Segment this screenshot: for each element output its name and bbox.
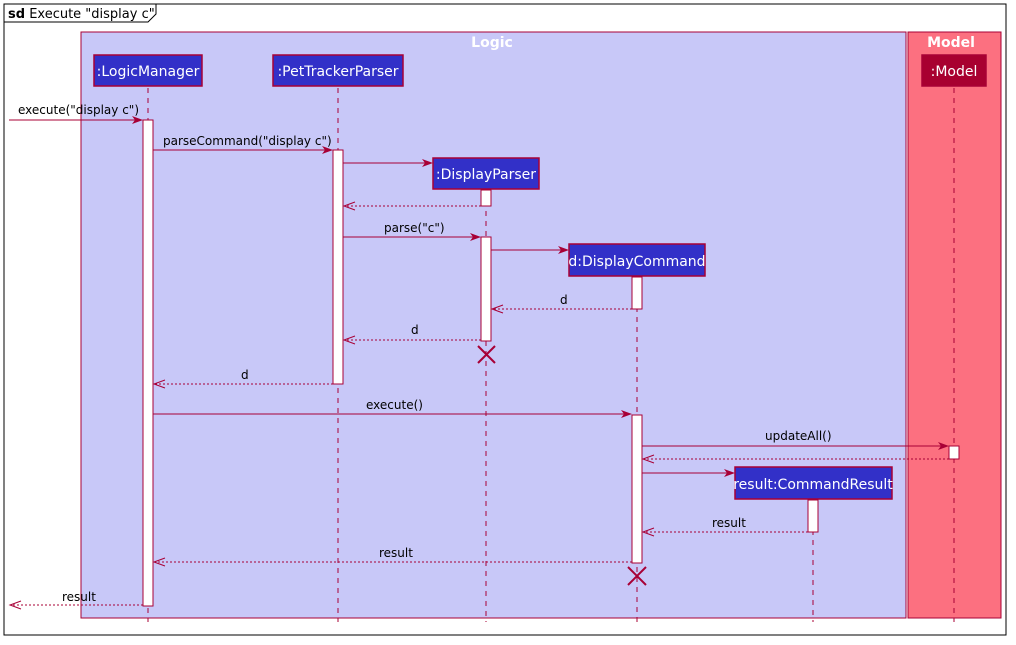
frame-label: sd Execute "display c" xyxy=(8,7,155,22)
participant-model xyxy=(921,54,987,87)
return-d-parser-label: d xyxy=(411,323,419,337)
activation-display-command-1 xyxy=(631,276,643,310)
message-update-all-label: updateAll() xyxy=(765,429,832,443)
return-d-logic-label: d xyxy=(241,368,249,382)
activation-display-parser-1 xyxy=(480,189,492,207)
arrowhead xyxy=(152,557,166,567)
arrowhead xyxy=(621,410,632,418)
message-execute-display-label: execute("display c") xyxy=(18,103,139,117)
arrowhead xyxy=(132,116,143,124)
frame-tab xyxy=(4,4,157,23)
return-result-cmd-label: result xyxy=(712,516,746,530)
activation-pet-tracker-parser xyxy=(332,149,344,385)
arrowhead xyxy=(641,527,655,537)
participant-pet-tracker-parser-label: :PetTrackerParser xyxy=(277,64,398,80)
message-parse-command-label: parseCommand("display c") xyxy=(163,134,332,148)
destroy-display-command-mark xyxy=(627,566,647,586)
participant-command-result xyxy=(734,466,893,500)
activation-command-result xyxy=(807,499,819,533)
arrowhead xyxy=(641,454,655,464)
participant-logic-manager xyxy=(93,54,203,87)
activation-display-parser-2 xyxy=(480,236,492,342)
arrowhead xyxy=(342,201,356,211)
participant-display-command-label: d:DisplayCommand xyxy=(568,254,705,270)
arrowhead xyxy=(938,442,949,450)
arrowhead xyxy=(152,379,166,389)
destroy-display-parser-mark xyxy=(477,345,496,364)
participant-command-result-label: result:CommandResult xyxy=(733,477,893,493)
arrowhead xyxy=(342,335,356,345)
arrowhead xyxy=(322,146,333,154)
return-result-logic-label: result xyxy=(379,546,413,560)
activation-model xyxy=(948,445,960,460)
arrowhead xyxy=(558,246,569,254)
message-parse-c-label: parse("c") xyxy=(384,221,445,235)
participant-display-command xyxy=(568,243,706,277)
participant-logic-manager-label: :LogicManager xyxy=(97,64,200,80)
participant-display-parser xyxy=(432,157,540,190)
activation-logic-manager xyxy=(142,119,154,607)
arrowhead xyxy=(724,469,735,477)
arrowhead xyxy=(490,304,504,314)
logic-group xyxy=(80,31,907,619)
return-result-out-label: result xyxy=(62,590,96,604)
activation-display-command-2 xyxy=(631,414,643,564)
arrowhead xyxy=(470,233,481,241)
message-execute-label: execute() xyxy=(366,398,423,412)
arrowhead xyxy=(422,159,433,167)
participant-pet-tracker-parser xyxy=(272,54,404,87)
participant-model-label: :Model xyxy=(931,64,978,80)
participant-display-parser-label: :DisplayParser xyxy=(436,167,536,183)
logic-group-label: Logic xyxy=(471,35,513,51)
return-d-command-label: d xyxy=(560,293,568,307)
model-group-label: Model xyxy=(927,35,975,51)
arrowhead xyxy=(8,600,22,610)
